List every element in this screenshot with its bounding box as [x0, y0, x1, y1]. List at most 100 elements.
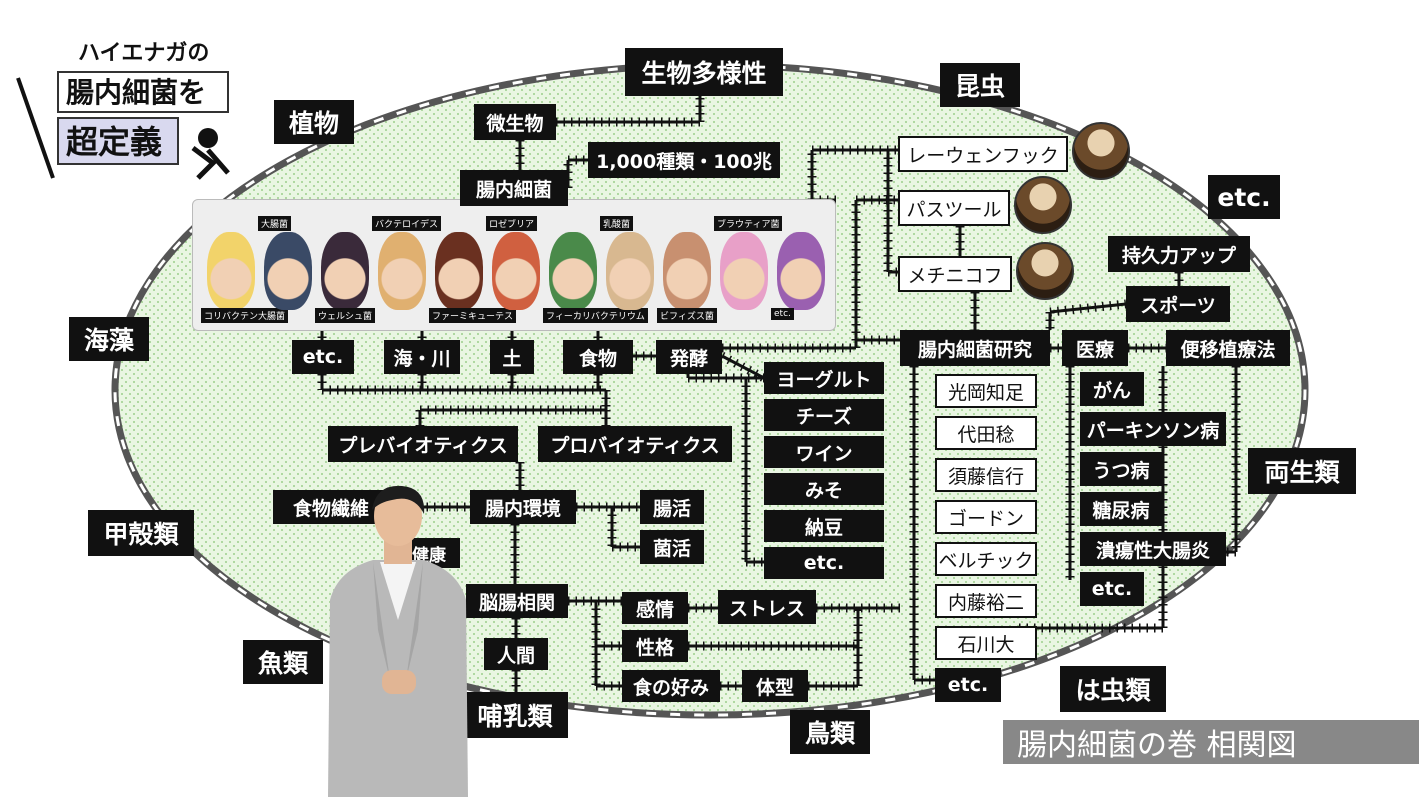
bacteria-label: 大腸菌: [258, 216, 292, 231]
bacteria-figure: フィーカリバクテリウム: [543, 210, 648, 323]
researcher-label: 代田稔: [935, 416, 1037, 450]
sports-label: スポーツ: [1126, 286, 1230, 322]
outer-label-reptiles: は虫類: [1060, 666, 1166, 712]
chokatsu-label: 腸活: [640, 490, 704, 524]
gut-env-label: 腸内環境: [470, 490, 576, 524]
researcher-label: 須藤信行: [935, 458, 1037, 492]
research-label: 腸内細菌研究: [900, 330, 1050, 366]
kinkatsu-label: 菌活: [640, 530, 704, 564]
species-count-label: 1,000種類・100兆: [588, 142, 780, 178]
outer-label-birds: 鳥類: [790, 710, 870, 754]
logo: ハイエナガの 腸内細菌を 超定義: [16, 41, 230, 180]
scientist-label: レーウェンフック: [898, 136, 1068, 172]
bacteria-label: バクテロイデス: [372, 216, 442, 231]
bacteria-figure: 乳酸菌: [600, 210, 658, 322]
outer-label-biodiversity: 生物多様性: [625, 48, 783, 96]
scientist-label: パスツール: [898, 190, 1010, 226]
logo-line-3: 超定義: [66, 123, 162, 161]
bacteria-figure: バクテロイデス: [372, 210, 442, 322]
ferment-item: etc.: [764, 547, 884, 579]
bacteria-face-icon: [207, 232, 255, 310]
bacteria-face-icon: [264, 232, 312, 310]
bacteria-label: ファーミキューテス: [429, 308, 517, 323]
researcher-label: 光岡知足: [935, 374, 1037, 408]
ferment-item: チーズ: [764, 399, 884, 431]
food-pref-label: 食の好み: [622, 670, 720, 702]
logo-line-1: ハイエナガの: [78, 41, 209, 66]
bacteria-face-icon: [777, 232, 825, 310]
outer-label-insects: 昆虫: [940, 63, 1020, 107]
bacteria-figure: etc.: [771, 210, 829, 322]
fmt-label: 便移植療法: [1166, 330, 1290, 366]
disease-label: がん: [1080, 372, 1144, 406]
bacteria-label: ブラウティア菌: [714, 216, 783, 231]
gut-flora-label: 腸内細菌: [460, 170, 568, 206]
bacteria-face-icon: [663, 232, 711, 310]
disease-label: etc.: [1080, 572, 1144, 606]
brain-gut-label: 脳腸相関: [466, 584, 568, 618]
ferment-item: ワイン: [764, 436, 884, 468]
bacteria-panel: コリバクテン大腸菌 大腸菌ウェルシュ菌 バクテロイデスファーミキューテス ロゼブリアフ…: [192, 199, 836, 331]
emotion-label: 感情: [622, 592, 688, 624]
bacteria-face-icon: [720, 232, 768, 310]
rail-ties: [1049, 299, 1127, 317]
bacteria-figure: 大腸菌: [258, 210, 316, 322]
bacteria-label: コリバクテン大腸菌: [201, 308, 289, 323]
ferment-item: 納豆: [764, 510, 884, 542]
outer-label-plants: 植物: [274, 100, 354, 144]
bacteria-face-icon: [378, 232, 426, 310]
scientist-portrait-icon: [1072, 122, 1130, 180]
disease-label: パーキンソン病: [1080, 412, 1226, 446]
bacteria-figure: ウェルシュ菌: [315, 210, 376, 323]
bacteria-face-icon: [492, 232, 540, 310]
researcher-label: ゴードン: [935, 500, 1037, 534]
source-label: 食物: [563, 340, 633, 374]
bacteria-figure: コリバクテン大腸菌: [201, 210, 289, 323]
outer-label-fish: 魚類: [243, 640, 323, 684]
researcher-label: ベルチック: [935, 542, 1037, 576]
researcher-label: 石川大: [935, 626, 1037, 660]
body-type-label: 体型: [742, 670, 808, 702]
personality-label: 性格: [622, 630, 688, 662]
ferment-item: ヨーグルト: [764, 362, 884, 394]
outer-label-seaweed: 海藻: [69, 317, 149, 361]
outer-label-outer-etc: etc.: [1208, 175, 1280, 219]
bacteria-face-icon: [435, 232, 483, 310]
scientist-portrait-icon: [1016, 242, 1074, 300]
outer-label-mammals: 哺乳類: [462, 692, 568, 738]
ferment-label: 発酵: [656, 340, 722, 374]
scientist-label: メチニコフ: [898, 256, 1012, 292]
medical-label: 医療: [1062, 330, 1128, 366]
researcher-label: 内藤裕二: [935, 584, 1037, 618]
ferment-item: みそ: [764, 473, 884, 505]
bacteria-label: ウェルシュ菌: [315, 308, 376, 323]
human-label: 人間: [484, 638, 548, 670]
outer-label-crustaceans: 甲殻類: [88, 510, 194, 556]
bacteria-figure: ビフィズス菌: [657, 210, 717, 323]
rail-ties: [719, 352, 767, 382]
prebiotics-label: プレバイオティクス: [328, 426, 518, 462]
bacteria-face-icon: [321, 232, 369, 310]
microbe-label: 微生物: [474, 104, 556, 140]
bacteria-face-icon: [549, 232, 597, 310]
outer-label-amphibians: 両生類: [1248, 448, 1356, 494]
disease-label: 潰瘍性大腸炎: [1080, 532, 1226, 566]
bacteria-label: etc.: [771, 308, 794, 320]
probiotics-label: プロバイオティクス: [538, 426, 732, 462]
bacteria-face-icon: [606, 232, 654, 310]
bacteria-figure: ファーミキューテス: [429, 210, 517, 323]
fiber-label: 食物繊維: [273, 490, 389, 524]
bacteria-label: ロゼブリア: [486, 216, 538, 231]
source-label: 海・川: [384, 340, 460, 374]
bacteria-figure: ブラウティア菌: [714, 210, 783, 322]
stamina-label: 持久力アップ: [1108, 236, 1250, 272]
presenter: [328, 485, 468, 797]
logo-line-2: 腸内細菌を: [66, 76, 206, 109]
source-label: 土: [490, 340, 534, 374]
bacteria-label: フィーカリバクテリウム: [543, 308, 648, 323]
bacteria-label: 乳酸菌: [600, 216, 634, 231]
stress-label: ストレス: [718, 590, 816, 624]
diagram-caption: 腸内細菌の巻 相関図: [1003, 720, 1419, 764]
source-label: etc.: [292, 340, 354, 374]
